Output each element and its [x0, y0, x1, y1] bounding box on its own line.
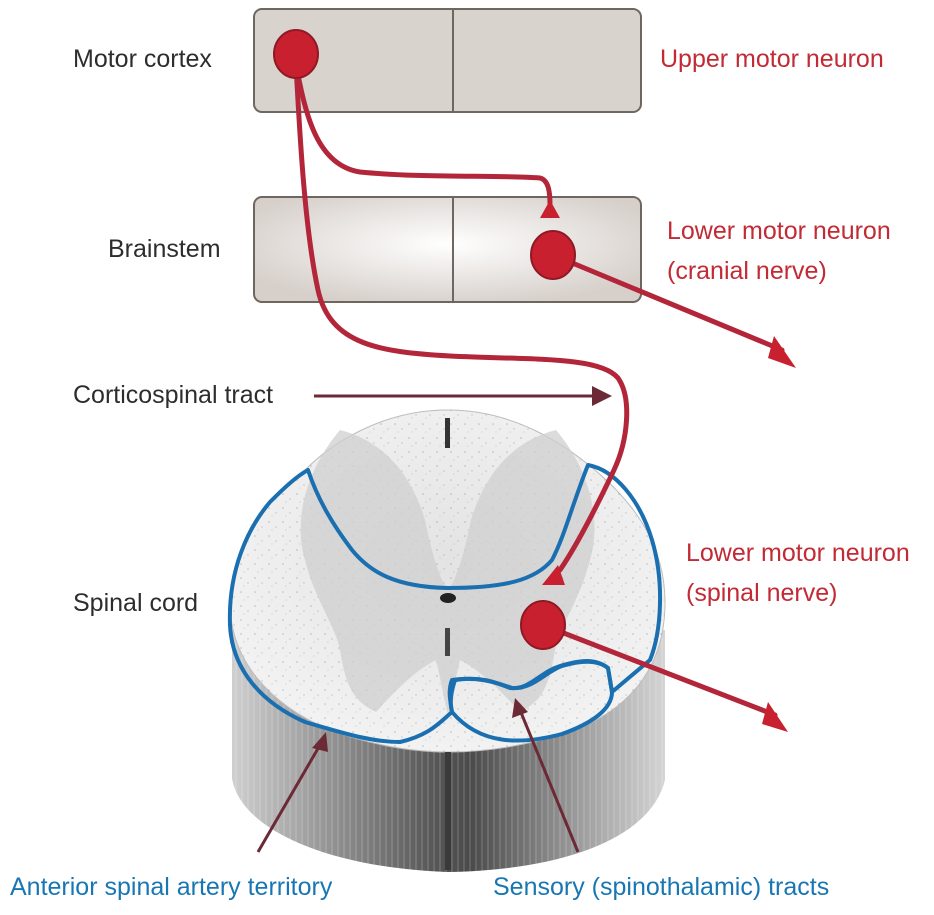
sensory-tracts-label: Sensory (spinothalamic) tracts — [493, 872, 829, 902]
spinal-nerve-arrowhead — [762, 702, 788, 732]
upper-motor-neuron-label: Upper motor neuron — [660, 44, 884, 74]
motor-cortex-label: Motor cortex — [73, 44, 212, 74]
brainstem-label: Brainstem — [108, 234, 221, 264]
cranial-lower-motor-neuron-cell-body — [531, 231, 575, 279]
spinal-cord-label: Spinal cord — [73, 588, 198, 618]
spinal-lower-motor-neuron-cell-body — [521, 601, 565, 649]
anterior-spinal-artery-label: Anterior spinal artery territory — [10, 872, 332, 902]
cranial-nerve-label: (cranial nerve) — [667, 256, 827, 286]
lower-motor-neuron-spinal-label: Lower motor neuron — [686, 538, 910, 568]
spinal-nerve-label: (spinal nerve) — [686, 578, 837, 608]
cranial-nerve-arrowhead — [768, 336, 796, 368]
corticospinal-tract-label: Corticospinal tract — [73, 380, 273, 410]
corticospinal-pointer-arrow — [314, 386, 612, 406]
lower-motor-neuron-cranial-label: Lower motor neuron — [667, 216, 891, 246]
upper-motor-neuron-cell-body — [274, 30, 318, 78]
